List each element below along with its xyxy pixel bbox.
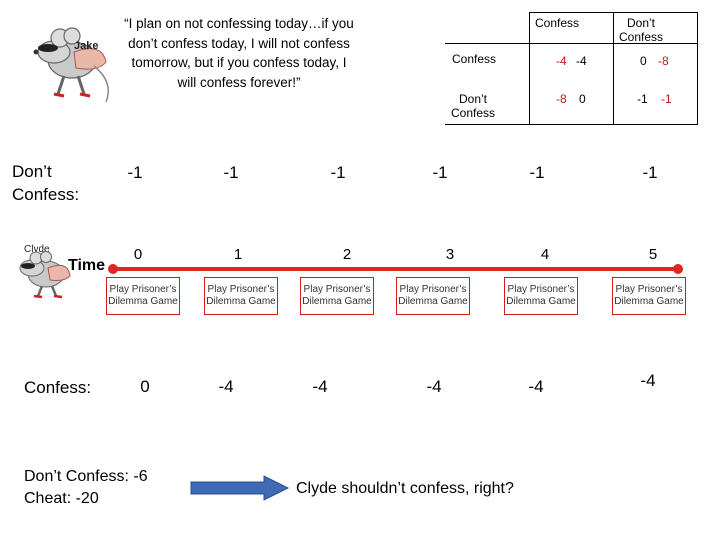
period-4: 4: [541, 246, 549, 263]
matrix-cell-cd-b: -8: [658, 54, 669, 68]
game-box-2: Play Prisoner’s Dilemma Game: [300, 277, 374, 315]
matrix-cell-dd-b: -1: [661, 92, 672, 106]
period-2: 2: [343, 246, 351, 263]
matrix-row-header-confess: Confess: [446, 52, 502, 66]
matrix-col-header-confess: Confess: [529, 16, 585, 30]
period-5: 5: [649, 246, 657, 263]
jake-quote: “I plan on not confessing today…if you d…: [124, 14, 354, 92]
matrix-col-header-dont-confess: Don’t Confess: [613, 16, 669, 44]
dont-confess-value-3: -1: [432, 163, 447, 183]
confess-value-5: -4: [640, 371, 655, 391]
dont-confess-value-4: -1: [529, 163, 544, 183]
jake-name-tag: Jake: [74, 40, 98, 52]
game-box-3: Play Prisoner’s Dilemma Game: [396, 277, 470, 315]
timeline-end-dot: [673, 264, 683, 274]
dont-confess-value-0: -1: [127, 163, 142, 183]
dont-confess-value-1: -1: [223, 163, 238, 183]
conclusion-text: Clyde shouldn’t confess, right?: [296, 480, 514, 498]
period-3: 3: [446, 246, 454, 263]
confess-value-1: -4: [218, 377, 233, 397]
game-box-4: Play Prisoner’s Dilemma Game: [504, 277, 578, 315]
timeline-label: Time: [68, 257, 105, 275]
matrix-row-header-dont-confess: Don’t Confess: [443, 92, 503, 120]
matrix-cell-cc-a: -4: [556, 54, 567, 68]
summary-dont-confess: Don’t Confess: -6: [24, 466, 148, 488]
timeline-start-dot: [108, 264, 118, 274]
right-arrow-icon: [190, 475, 290, 506]
game-box-5: Play Prisoner’s Dilemma Game: [612, 277, 686, 315]
dont-confess-row-label: Don’t Confess:: [12, 160, 92, 206]
confess-row-label: Confess:: [24, 376, 91, 399]
confess-value-4: -4: [528, 377, 543, 397]
jake-mouse-illustration: [14, 22, 124, 113]
confess-value-2: -4: [312, 377, 327, 397]
matrix-cell-cc-b: -4: [576, 54, 587, 68]
matrix-cell-cd-a: 0: [640, 54, 647, 68]
dont-confess-value-2: -1: [330, 163, 345, 183]
dont-confess-value-5: -1: [642, 163, 657, 183]
timeline-line: [112, 267, 678, 271]
period-1: 1: [234, 246, 242, 263]
game-box-1: Play Prisoner’s Dilemma Game: [204, 277, 278, 315]
confess-value-0: 0: [140, 377, 149, 397]
matrix-cell-dc-b: 0: [579, 92, 586, 106]
confess-value-3: -4: [426, 377, 441, 397]
matrix-cell-dd-a: -1: [637, 92, 648, 106]
summary-cheat: Cheat: -20: [24, 488, 148, 510]
payoff-summary: Don’t Confess: -6 Cheat: -20: [24, 466, 148, 510]
matrix-cell-dc-a: -8: [556, 92, 567, 106]
game-box-0: Play Prisoner’s Dilemma Game: [106, 277, 180, 315]
period-0: 0: [134, 246, 142, 263]
